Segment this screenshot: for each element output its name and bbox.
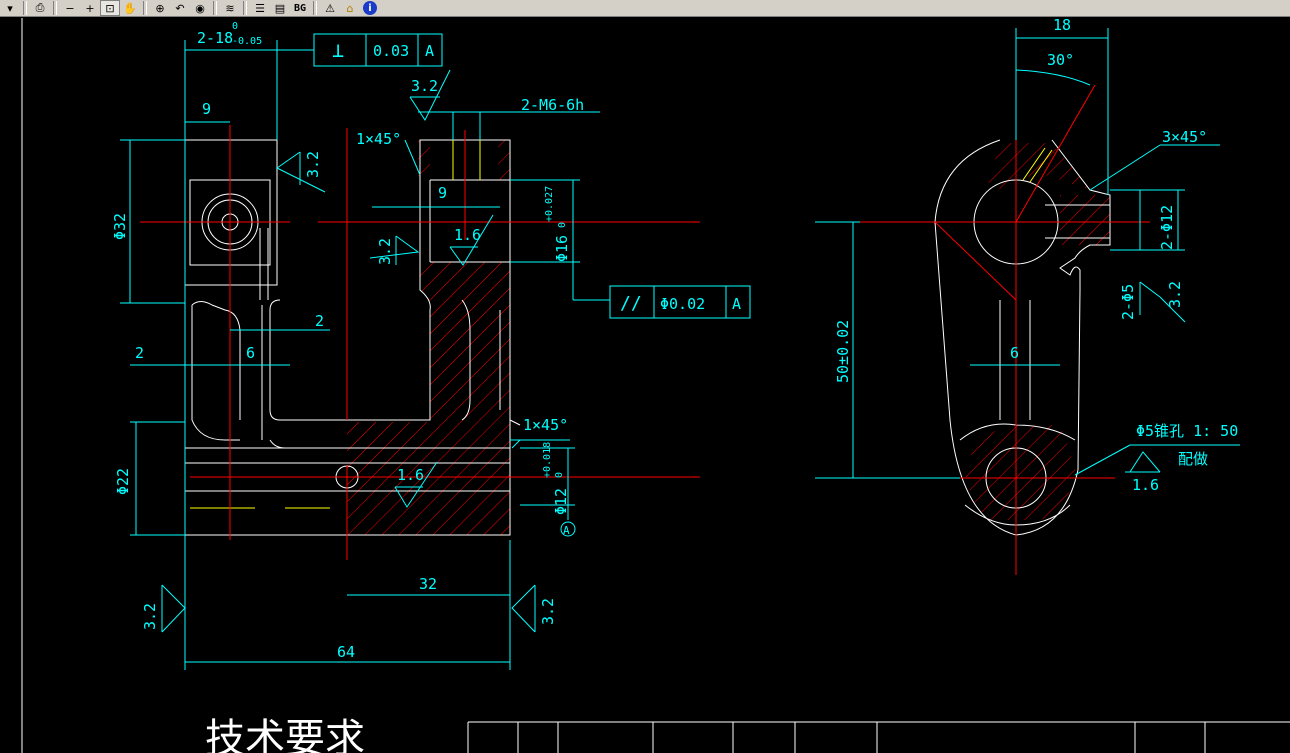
- dim-phi16: Φ16: [553, 235, 571, 262]
- background-button[interactable]: BG: [293, 2, 307, 14]
- side-dim-2phi12: 2-Φ12: [1158, 205, 1176, 250]
- print-icon[interactable]: ⎙: [35, 1, 45, 14]
- toolbar-separator: [143, 1, 147, 15]
- perp-tol-value: 0.03: [373, 42, 409, 60]
- par-tol-value: Φ0.02: [660, 295, 705, 313]
- menu-dropdown-icon[interactable]: ▾: [7, 1, 13, 15]
- warning-icon[interactable]: ⚠: [325, 1, 335, 15]
- side-dim-6: 6: [1010, 344, 1019, 362]
- rough-32-d: 3.2: [141, 603, 159, 630]
- tech-req-title: 技术要求: [205, 716, 365, 753]
- rough-32-b: 3.2: [304, 151, 322, 178]
- dim-2x18: 2-18: [197, 29, 233, 47]
- layers-icon[interactable]: ≋: [225, 1, 235, 15]
- dim-64: 64: [337, 643, 355, 661]
- dim-2x18-tol-lower: -0.05: [232, 36, 262, 47]
- title-block: [467, 721, 1290, 753]
- info-icon[interactable]: i: [363, 1, 377, 15]
- zoom-out-icon[interactable]: −: [65, 1, 75, 15]
- side-chamfer: 3×45°: [1162, 128, 1207, 146]
- zoom-window-icon[interactable]: ⊡: [100, 0, 120, 16]
- toolbar-separator: [213, 1, 217, 15]
- dim-6: 6: [246, 344, 255, 362]
- dim-phi32: Φ32: [111, 213, 129, 240]
- dim-9-top: 9: [202, 100, 211, 118]
- perp-tol-datum: A: [425, 42, 434, 60]
- dim-phi22: Φ22: [114, 468, 132, 495]
- side-dim-18: 18: [1053, 18, 1071, 34]
- toolbar: ▾ ⎙ − + ⊡ ✋ ⊕ ↶ ◉ ≋ ☰ ▤ BG ⚠ ⌂ i: [0, 0, 1290, 17]
- home-icon[interactable]: ⌂: [346, 1, 354, 15]
- rough-32-a: 3.2: [411, 77, 438, 95]
- datum-a: A: [563, 524, 570, 537]
- dim-phi12-tol-lower: 0: [554, 472, 565, 478]
- side-taper-note: 配做: [1178, 450, 1208, 468]
- side-dimensions: [815, 28, 1240, 479]
- side-view: [815, 84, 1150, 575]
- chamfer-top: 1×45°: [356, 130, 401, 148]
- zoom-in-icon[interactable]: +: [85, 1, 95, 15]
- toolbar-separator: [243, 1, 247, 15]
- dim-9-mid: 9: [438, 184, 447, 202]
- layer-list-icon[interactable]: ☰: [255, 1, 265, 15]
- toolbar-separator: [313, 1, 317, 15]
- dim-phi16-tol: +0.027: [544, 186, 555, 222]
- dim-2-left: 2: [135, 344, 144, 362]
- pan-icon[interactable]: ✋: [123, 1, 137, 15]
- rough-16-a: 1.6: [454, 226, 481, 244]
- side-taper-hole: Φ5锥孔 1: 50: [1136, 422, 1238, 440]
- side-rough-32: 3.2: [1166, 281, 1184, 308]
- front-view: [140, 125, 700, 560]
- side-dim-50: 50±0.02: [834, 320, 852, 383]
- dim-phi12: Φ12: [552, 488, 570, 515]
- par-symbol: //: [620, 293, 642, 314]
- front-dimensions: [120, 33, 751, 670]
- toolbar-separator: [53, 1, 57, 15]
- toolbar-separator: [23, 1, 27, 15]
- dim-2x18-tol-upper: 0: [232, 21, 238, 32]
- thread-label: 2-M6-6h: [521, 96, 584, 114]
- dim-phi12-tol: +0.018: [542, 442, 553, 478]
- zoom-extents-icon[interactable]: ⊕: [155, 1, 165, 15]
- rough-32-c: 3.2: [376, 238, 394, 265]
- par-tol-datum: A: [732, 295, 741, 313]
- rough-32-e: 3.2: [539, 598, 557, 625]
- dim-32: 32: [419, 575, 437, 593]
- rough-16-b: 1.6: [397, 466, 424, 484]
- side-dim-2phi5: 2-Φ5: [1119, 284, 1137, 320]
- eye-icon[interactable]: ◉: [195, 1, 205, 15]
- dim-2-right: 2: [315, 312, 324, 330]
- model-space-icon[interactable]: ▤: [274, 1, 286, 15]
- side-dim-30deg: 30°: [1047, 51, 1074, 69]
- side-rough-16: 1.6: [1132, 476, 1159, 494]
- drawing-canvas[interactable]: 2-18 0 -0.05 ⊥ 0.03 A 9 Φ32 2 2 6 Φ22 3.…: [0, 18, 1290, 753]
- zoom-previous-icon[interactable]: ↶: [175, 1, 185, 15]
- perp-symbol: ⊥: [332, 38, 344, 62]
- dim-phi16-tol-lower: 0: [557, 222, 568, 228]
- chamfer-bottom: 1×45°: [523, 416, 568, 434]
